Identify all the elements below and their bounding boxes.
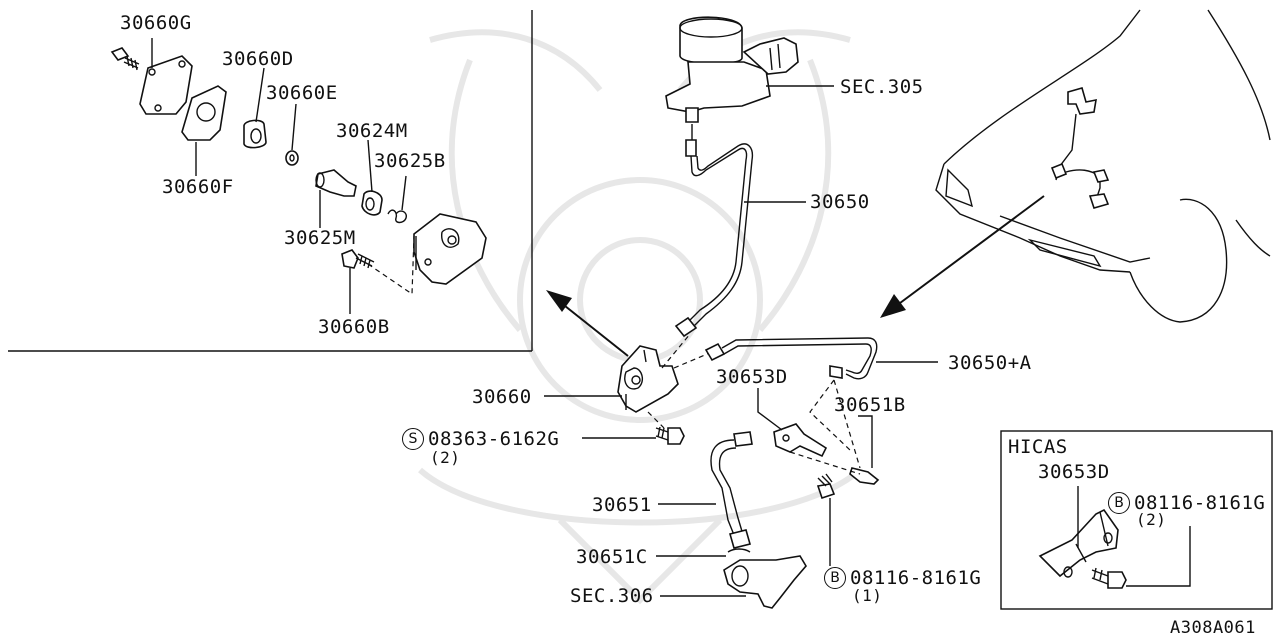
arrow-to-inset [546,290,629,357]
clip-30651C [727,548,751,553]
hicas-bracket [1038,508,1119,578]
marker-b-2: B [1108,492,1130,514]
cover-30660G [139,55,193,115]
pipe-fitting-30650 [674,316,698,338]
bleeder-30660B [341,249,375,269]
label-s-bolt-qty: (2) [430,448,461,467]
arrow-from-car [880,195,1045,318]
bracket-30653D [773,423,828,458]
marker-s: S [402,428,424,450]
label-30625M: 30625M [284,227,356,249]
label-30660: 30660 [472,386,532,408]
watermark-emblem [418,29,862,605]
slave-cylinder [723,555,807,609]
master-cylinder [665,16,799,123]
label-sec306: SEC.306 [570,585,654,607]
seal-30660D [243,119,267,149]
bolt-30660G [110,47,140,71]
label-b-bolt-1-qty: (1) [852,586,883,605]
label-30650: 30650 [810,191,870,213]
ring-30660E [285,150,299,166]
label-30653D: 30653D [716,366,788,388]
label-b-bolt-1: 08116-8161G [850,567,982,589]
bolt-08363-6162G [655,426,685,445]
label-30651B: 30651B [834,394,906,416]
spring-30625B [387,209,408,224]
hicas-title: HICAS [1008,436,1068,458]
marker-b-1: B [824,567,846,589]
clip-30651B [849,467,880,485]
figure-code: A308A061 [1170,618,1256,638]
label-sec305: SEC.305 [840,76,924,98]
label-30660F: 30660F [162,176,234,198]
car-front-illustration [935,9,1271,323]
label-30651: 30651 [592,494,652,516]
label-b-bolt-2: 08116-8161G [1134,492,1266,514]
hicas-bolt [1091,567,1127,589]
hose-30651 [710,431,753,549]
label-30660G: 30660G [120,12,192,34]
label-hicas-30653D: 30653D [1038,461,1110,483]
label-30650A: 30650+A [948,352,1032,374]
piston-30625M [315,169,357,197]
pipe-30650 [685,139,754,327]
label-30660E: 30660E [266,82,338,104]
label-s-bolt: 08363-6162G [428,428,560,450]
label-30624M: 30624M [336,120,408,142]
label-30660B: 30660B [318,316,390,338]
gasket-30660F [181,85,227,141]
label-b-bolt-2-qty: (2) [1136,510,1167,529]
hicas-box [1000,430,1273,610]
operating-cylinder [617,345,679,413]
cup-30624M [361,190,383,216]
inset-frame [8,10,533,352]
operating-cylinder-inset [413,213,487,285]
bolt-08116-8161G-1 [816,473,836,500]
pipe-30650A [704,337,878,380]
label-30660D: 30660D [222,48,294,70]
label-30651C: 30651C [576,546,648,568]
label-30625B: 30625B [374,150,446,172]
